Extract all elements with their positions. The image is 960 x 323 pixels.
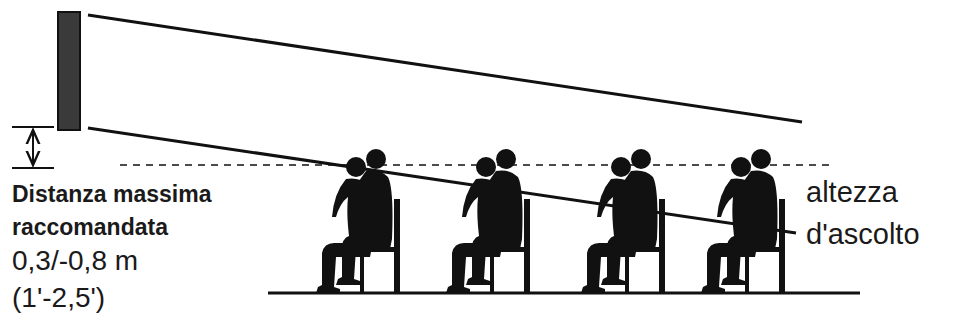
audience-row [581, 149, 665, 293]
dimension-caption: Distanza massima raccomandata [12, 178, 277, 244]
floor-line [268, 292, 860, 295]
coverage-line [88, 128, 796, 233]
height-label: altezza d'ascolto [806, 171, 956, 255]
speaker [58, 12, 80, 130]
dimension-arrow [32, 130, 34, 165]
dimension-tick [12, 126, 54, 128]
audience-row [316, 149, 400, 293]
dimension-value: (1'-2,5') [12, 281, 252, 315]
coverage-line [88, 15, 802, 122]
audience-row [701, 149, 785, 293]
listening-height-line [120, 164, 832, 166]
audience-row [446, 149, 530, 293]
dimension-value: 0,3/-0,8 m [12, 244, 252, 278]
dimension-tick [12, 167, 54, 169]
